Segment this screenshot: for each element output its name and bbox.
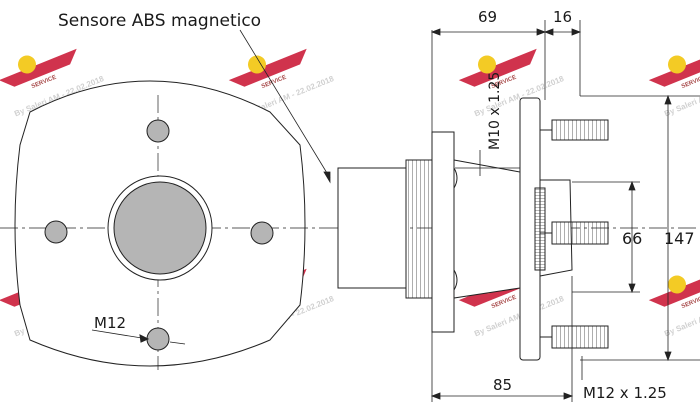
- sensor-ring: [337, 167, 407, 289]
- sensor-label: Sensore ABS magnetico: [58, 11, 261, 31]
- watermark-wing-icon: [458, 48, 537, 87]
- watermark-badge-icon: [17, 55, 36, 74]
- dim-width: 85: [493, 376, 512, 394]
- watermark-wing-icon: [0, 48, 77, 87]
- bolt-hole-bottom: [146, 327, 170, 351]
- wheel-stud-middle: [551, 221, 609, 245]
- bearing-ring-hatched: [405, 159, 433, 299]
- bolt-hole-left: [44, 220, 68, 244]
- watermark-wing-icon: [648, 48, 700, 87]
- watermark-badge-icon: [247, 55, 266, 74]
- dimensions: [239, 20, 700, 402]
- dim-thread-lower: M12 x 1.25: [583, 384, 667, 402]
- dim-pcd: 147: [664, 229, 695, 248]
- watermark-wing-icon: [228, 48, 307, 87]
- bearing-body: [453, 159, 521, 299]
- dim-top-left: 69: [478, 8, 497, 26]
- dim-bore: 66: [622, 229, 642, 248]
- watermark-badge-icon: [477, 55, 496, 74]
- bolt-hole-top: [146, 119, 170, 143]
- front-thread-label: M12: [94, 314, 126, 332]
- dim-top-right: 16: [553, 8, 572, 26]
- side-view: [330, 97, 700, 361]
- watermark-badge-icon: [667, 275, 686, 294]
- bolt-hole-right: [250, 221, 274, 245]
- wheel-stud-bottom: [551, 325, 609, 349]
- hub-bore-inner: [113, 181, 207, 275]
- wheel-stud-top: [551, 119, 609, 141]
- watermark-badge-icon: [667, 55, 686, 74]
- front-view: [0, 80, 330, 370]
- dim-thread-upper: M10 x 1.25: [487, 72, 503, 150]
- mounting-flange: [431, 131, 455, 333]
